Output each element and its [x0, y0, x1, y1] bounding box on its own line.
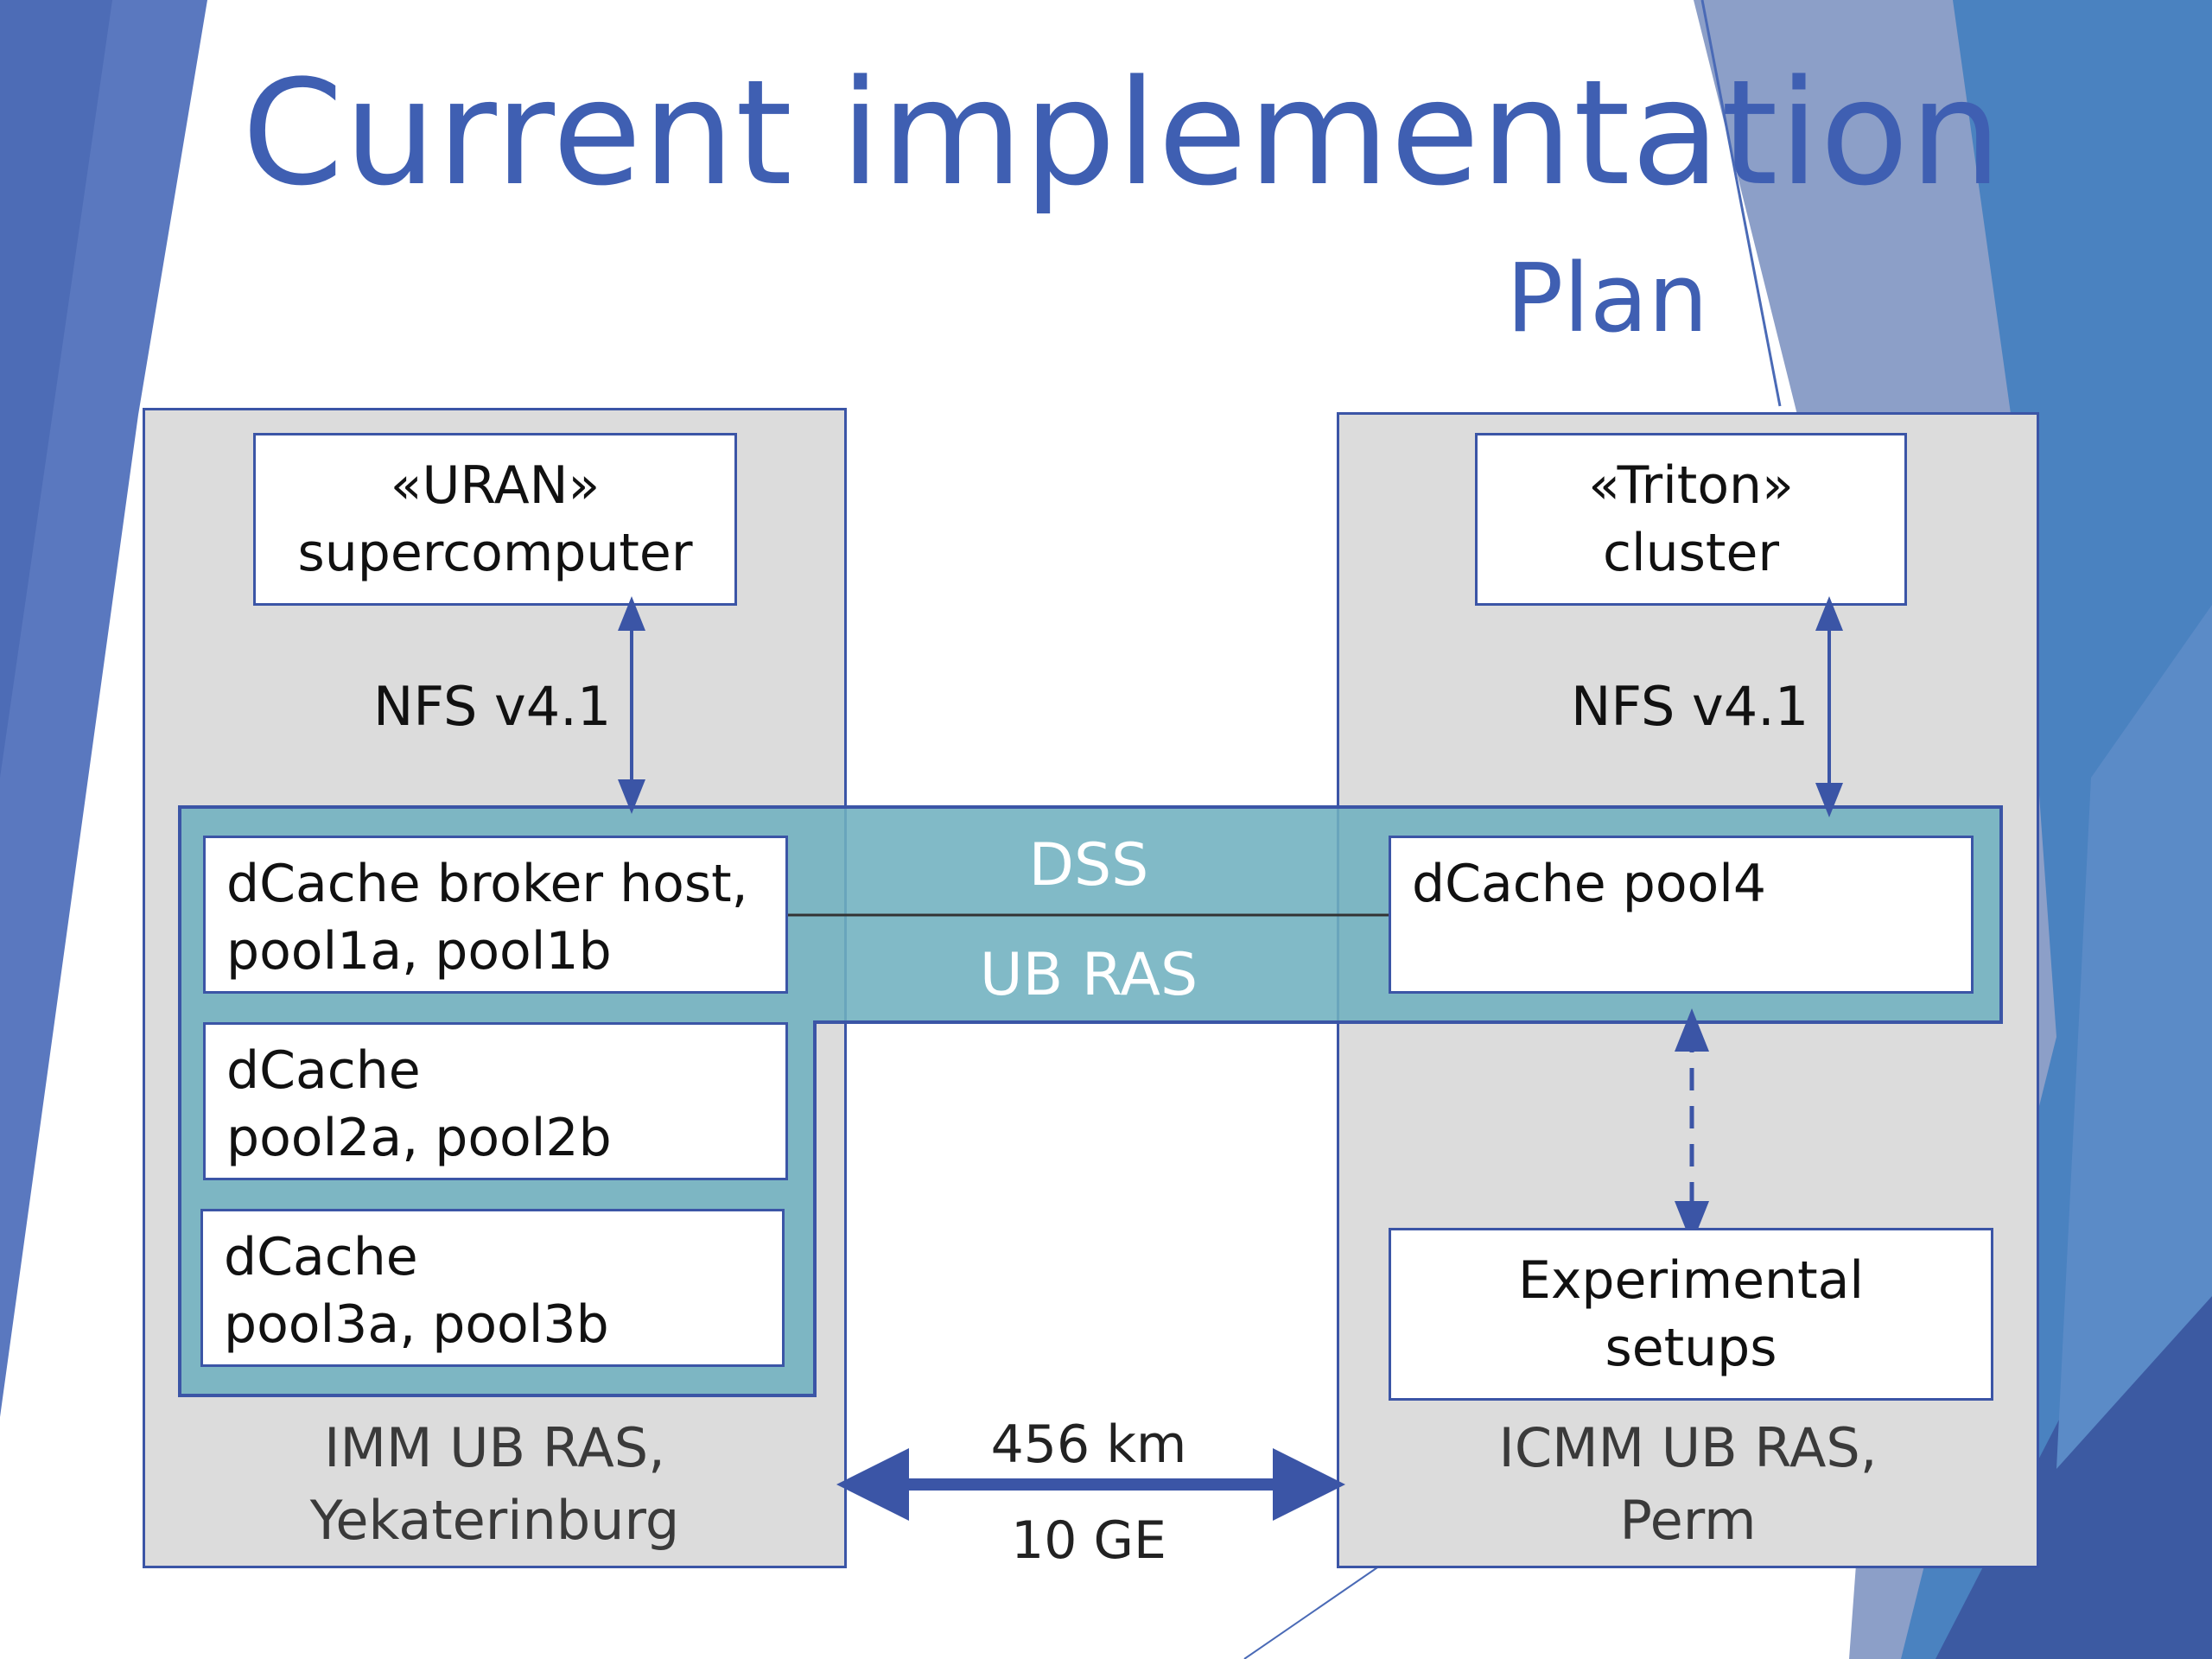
- left-nfs-label: NFS v4.1: [373, 675, 612, 738]
- ub-ras-label: UB RAS: [979, 941, 1198, 1009]
- left-site-location: IMM UB RAS, Yekaterinburg: [143, 1412, 847, 1557]
- pool-box-1-line1: dCache broker host,: [226, 854, 748, 914]
- slide-title: Current implementation: [242, 48, 2003, 218]
- right-location-line2: Perm: [1619, 1489, 1757, 1552]
- decor-line: [1243, 1563, 1383, 1659]
- pool-box-2-line1: dCache: [226, 1040, 421, 1101]
- experimental-label-line2: setups: [1605, 1318, 1777, 1378]
- left-location-line1: IMM UB RAS,: [324, 1416, 665, 1479]
- dss-label: DSS: [1028, 831, 1149, 899]
- uran-label: «URAN»: [390, 455, 601, 516]
- triton-type-label: cluster: [1602, 523, 1780, 583]
- pool-box-3-line2: pool3a, pool3b: [224, 1294, 609, 1355]
- experimental-label-line1: Experimental: [1517, 1250, 1865, 1311]
- uran-supercomputer-box: «URAN» supercomputer: [253, 433, 737, 606]
- triton-cluster-box: «Triton» cluster: [1475, 433, 1907, 606]
- decor-line: [1700, 0, 1782, 407]
- right-site-location: ICMM UB RAS, Perm: [1337, 1412, 2039, 1557]
- left-decor-shape-dark: [0, 0, 112, 778]
- pool-box-2-line2: pool2a, pool2b: [226, 1108, 612, 1168]
- right-decor-shape-mid: [2056, 605, 2212, 1469]
- right-location-line1: ICMM UB RAS,: [1498, 1416, 1878, 1479]
- pool-box-1: dCache broker host, pool1a, pool1b: [203, 836, 788, 994]
- pool-box-1-line2: pool1a, pool1b: [226, 921, 612, 982]
- experimental-setups-box: Experimental setups: [1389, 1228, 1993, 1401]
- slide-subtitle: Plan: [1505, 243, 1708, 353]
- left-location-line2: Yekaterinburg: [309, 1489, 680, 1552]
- pool-box-3: dCache pool3a, pool3b: [200, 1209, 785, 1367]
- uran-type-label: supercomputer: [297, 523, 693, 583]
- distance-label: 456 km: [990, 1414, 1187, 1475]
- triton-label: «Triton»: [1588, 455, 1794, 516]
- pool4-label: dCache pool4: [1412, 854, 1767, 914]
- right-nfs-label: NFS v4.1: [1571, 675, 1809, 738]
- pool-box-3-line1: dCache: [224, 1227, 418, 1287]
- pool-box-2: dCache pool2a, pool2b: [203, 1022, 788, 1180]
- bandwidth-label: 10 GE: [1011, 1510, 1166, 1571]
- pool4-box: dCache pool4: [1389, 836, 1974, 994]
